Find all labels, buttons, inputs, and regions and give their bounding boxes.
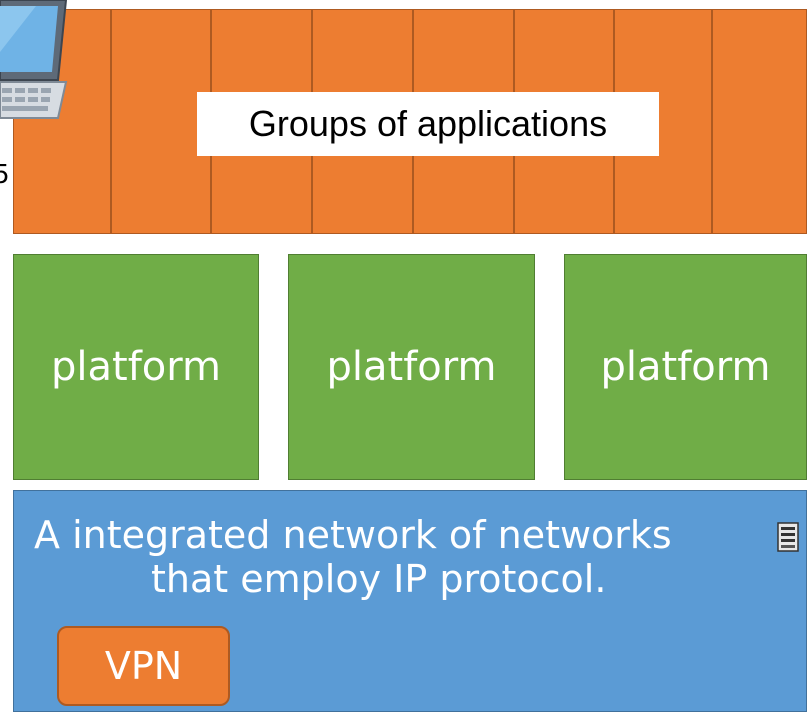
network-layer: A integrated network of networks that em… [13,490,807,712]
platform-box: platform [564,254,807,480]
application-block [712,9,807,234]
vpn-label: VPN [104,644,183,688]
platform-box: platform [288,254,535,480]
server-icon [777,522,799,552]
platform-label: platform [51,344,221,390]
network-description-line-2: that employ IP protocol. [151,557,607,601]
cropped-digit: 5 [0,160,9,188]
platform-label: platform [326,344,497,390]
application-block [111,9,211,234]
network-description-line-1: A integrated network of networks [34,513,672,557]
platform-label: platform [600,344,771,390]
laptop-icon [0,0,68,119]
platform-box: platform [13,254,259,480]
vpn-box: VPN [57,626,230,706]
applications-label: Groups of applications [197,92,659,156]
